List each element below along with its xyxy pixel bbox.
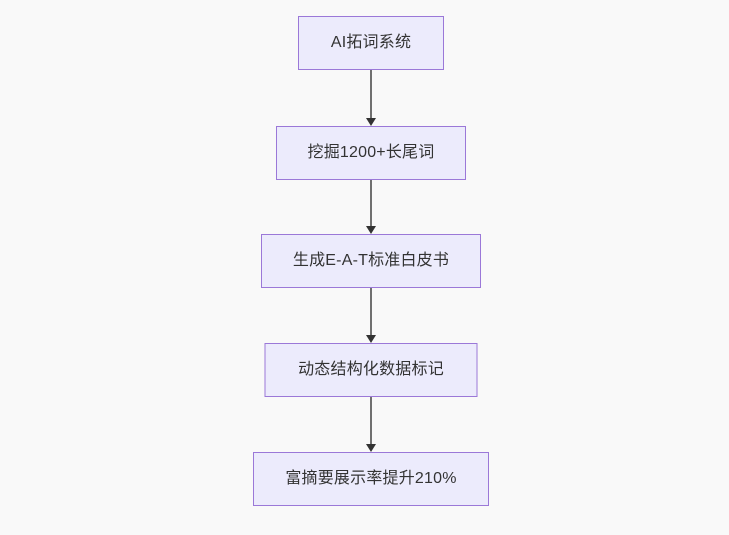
flow-arrow-2	[363, 180, 379, 234]
flow-node-label: 动态结构化数据标记	[298, 361, 444, 378]
flow-arrow-1	[363, 70, 379, 126]
flow-node-n5[interactable]: 富摘要展示率提升210%	[253, 452, 489, 506]
flow-node-label: 挖掘1200+长尾词	[307, 144, 435, 161]
flow-node-n4[interactable]: 动态结构化数据标记	[264, 343, 478, 397]
flow-node-label: AI拓词系统	[330, 34, 412, 51]
flow-node-label: 生成E-A-T标准白皮书	[292, 252, 450, 269]
flow-node-n2[interactable]: 挖掘1200+长尾词	[276, 126, 466, 180]
flow-node-n1[interactable]: AI拓词系统	[298, 16, 444, 70]
flow-node-n3[interactable]: 生成E-A-T标准白皮书	[261, 234, 481, 288]
flow-arrow-4	[363, 397, 379, 452]
flow-node-label: 富摘要展示率提升210%	[285, 470, 457, 487]
flow-arrow-3	[363, 288, 379, 343]
